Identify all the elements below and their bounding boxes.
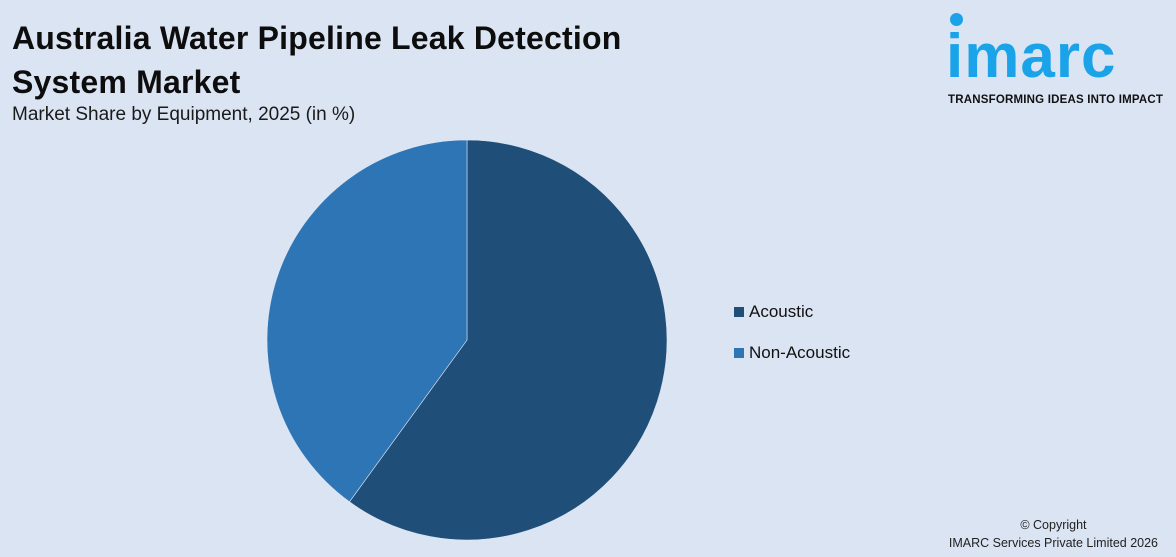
copyright-line1: © Copyright	[1020, 518, 1087, 532]
legend-swatch-acoustic	[734, 307, 744, 317]
chart-title: Australia Water Pipeline Leak Detection …	[12, 16, 621, 104]
legend-label: Acoustic	[749, 302, 814, 321]
chart-subtitle: Market Share by Equipment, 2025 (in %)	[12, 104, 356, 125]
logo-tagline: TRANSFORMING IDEAS INTO IMPACT	[948, 94, 1164, 106]
copyright-line2: IMARC Services Private Limited 2026	[948, 536, 1158, 550]
legend-swatch-non-acoustic	[734, 348, 744, 358]
legend-item-acoustic: Acoustic	[734, 302, 850, 322]
logo-wordmark: imarc	[946, 22, 1117, 91]
pie-slice-acoustic	[349, 139, 668, 541]
chart-title-line1: Australia Water Pipeline Leak Detection	[12, 20, 622, 56]
legend-item-non-acoustic: Non-Acoustic	[734, 343, 850, 363]
chart-title-line2: System Market	[12, 64, 241, 100]
chart-legend: Acoustic Non-Acoustic	[734, 302, 850, 384]
imarc-logo: imarc TRANSFORMING IDEAS INTO IMPACT	[946, 10, 1172, 110]
logo-dot-icon	[950, 13, 963, 26]
copyright-notice: © Copyright IMARC Services Private Limit…	[949, 516, 1158, 552]
pie-chart	[266, 139, 668, 541]
pie-slice-non-acoustic	[266, 139, 468, 503]
legend-label: Non-Acoustic	[749, 343, 851, 362]
